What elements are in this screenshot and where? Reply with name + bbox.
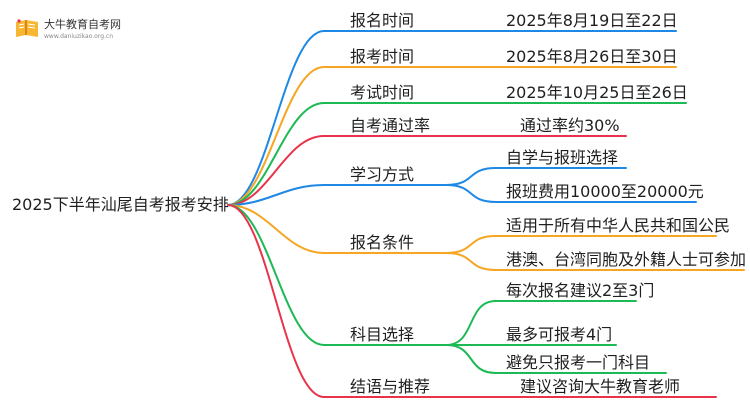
leaf-connector xyxy=(445,300,497,346)
branch-connector xyxy=(227,184,325,206)
branch-connector xyxy=(227,204,325,398)
leaf-label: 报班费用10000至20000元 xyxy=(506,182,704,201)
leaf-label: 适用于所有中华人民共和国公民 xyxy=(506,216,731,235)
branch-connector xyxy=(227,102,325,206)
leaf-label: 每次报名建议2至3门 xyxy=(506,281,655,300)
book-logo-icon xyxy=(16,19,38,37)
branch-connector xyxy=(227,66,325,206)
leaf-label: 港澳、台湾同胞及外籍人士可参加 xyxy=(506,250,747,269)
leaf-connector xyxy=(445,235,497,254)
branch-connector xyxy=(227,30,325,206)
leaf-connector xyxy=(445,184,497,203)
leaf-label: 避免只报考一门科目 xyxy=(506,353,651,372)
leaf-label: 通过率约30% xyxy=(520,116,620,135)
root-topic: 2025下半年汕尾自考报考安排 xyxy=(12,195,229,214)
leaf-label: 建议咨询大牛教育老师 xyxy=(520,377,681,396)
branch-label: 自考通过率 xyxy=(350,116,431,135)
logo-name: 大牛教育自考网 xyxy=(44,18,121,31)
leaf-connector xyxy=(445,344,497,374)
branch-label: 结语与推荐 xyxy=(350,377,431,396)
branch-label: 报名时间 xyxy=(350,11,415,30)
branch-connector xyxy=(227,204,325,254)
logo-url: www.daniuzikao.org.cn xyxy=(44,33,114,40)
leaf-connector xyxy=(445,167,497,186)
leaf-connector xyxy=(445,252,497,271)
branch-label: 考试时间 xyxy=(350,83,415,102)
branch-label: 学习方式 xyxy=(350,165,415,184)
branch-label: 报名条件 xyxy=(350,233,415,252)
leaf-label: 2025年10月25日至26日 xyxy=(506,83,688,102)
branch-connector xyxy=(227,135,325,206)
leaf-label: 自学与报班选择 xyxy=(506,148,619,167)
leaf-label: 2025年8月26日至30日 xyxy=(506,47,678,66)
site-logo: 大牛教育自考网 www.daniuzikao.org.cn xyxy=(14,12,124,46)
leaf-label: 最多可报考4门 xyxy=(506,325,613,344)
branch-label: 科目选择 xyxy=(350,325,415,344)
branch-label: 报考时间 xyxy=(350,47,415,66)
leaf-label: 2025年8月19日至22日 xyxy=(506,11,678,30)
branch-connector xyxy=(227,204,325,346)
